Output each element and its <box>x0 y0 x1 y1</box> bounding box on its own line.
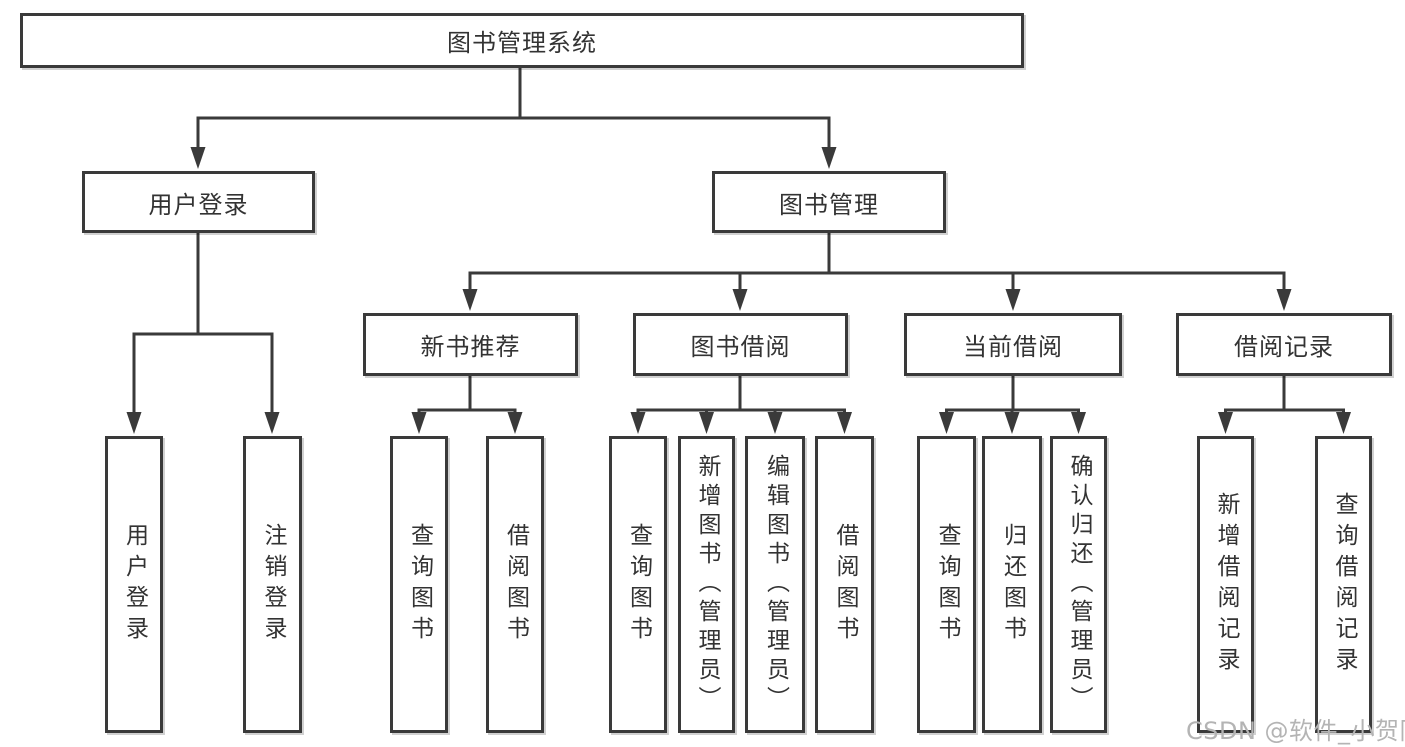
node-root-system: 图书管理系统 <box>20 13 1024 68</box>
node-book-borrow: 图书借阅 <box>633 313 848 376</box>
arrow-leaf <box>507 410 523 434</box>
node-book-borrow-label: 图书借阅 <box>690 333 791 361</box>
node-new-book-recommend-label: 新书推荐 <box>420 333 521 361</box>
leaf-return-books: 归还图书 <box>982 436 1042 733</box>
arrow-to-book-borrow <box>732 273 748 311</box>
arrow-to-new-books <box>462 273 478 311</box>
leaf-query-books-1: 查询图书 <box>390 436 448 733</box>
arrow-to-leaf-logout <box>264 334 280 434</box>
leaf-add-books-admin: 新增图书（管理员） <box>678 436 735 733</box>
node-new-book-recommend: 新书推荐 <box>363 313 578 376</box>
node-borrow-records-label: 借阅记录 <box>1234 333 1334 361</box>
arrow-leaf <box>767 410 783 434</box>
arrow-leaf <box>630 410 646 434</box>
leaf-borrow-books-2: 借阅图书 <box>815 436 874 733</box>
leaf-query-books-3: 查询图书 <box>917 436 976 733</box>
arrow-to-borrow-records <box>1276 273 1292 311</box>
csdn-watermark: CSDN @软件_小贺同学 <box>1186 717 1405 745</box>
arrow-leaf <box>1336 410 1351 434</box>
leaf-edit-books-admin: 编辑图书（管理员） <box>745 436 805 733</box>
leaf-query-borrow-record: 查询借阅记录 <box>1315 436 1372 733</box>
node-book-management-label: 图书管理 <box>779 190 879 219</box>
leaf-add-borrow-record: 新增借阅记录 <box>1197 436 1254 733</box>
arrow-leaf <box>1218 410 1233 434</box>
arrow-leaf <box>411 410 427 434</box>
arrow-leaf <box>1004 410 1020 434</box>
arrow-to-leaf-user-login <box>126 334 142 434</box>
leaf-query-books-2: 查询图书 <box>609 436 667 733</box>
leaf-borrow-books-1: 借阅图书 <box>486 436 544 733</box>
arrow-leaf <box>939 410 954 434</box>
leaf-user-login: 用户登录 <box>105 436 163 733</box>
node-user-login: 用户登录 <box>82 171 315 233</box>
node-current-borrow-label: 当前借阅 <box>963 333 1063 361</box>
node-current-borrow: 当前借阅 <box>904 313 1122 376</box>
node-borrow-records: 借阅记录 <box>1176 313 1392 376</box>
arrow-to-user-login <box>190 118 206 169</box>
arrow-to-book-management <box>821 118 837 169</box>
arrow-leaf <box>699 410 714 434</box>
node-user-login-label: 用户登录 <box>148 190 249 219</box>
arrow-leaf <box>837 410 852 434</box>
leaf-logout: 注销登录 <box>243 436 302 733</box>
arrow-to-current-borrow <box>1005 273 1021 311</box>
arrow-leaf <box>1071 410 1086 434</box>
node-root-label: 图书管理系统 <box>447 29 597 57</box>
node-book-management: 图书管理 <box>712 171 946 233</box>
leaf-confirm-return-admin: 确认归还（管理员） <box>1050 436 1107 733</box>
